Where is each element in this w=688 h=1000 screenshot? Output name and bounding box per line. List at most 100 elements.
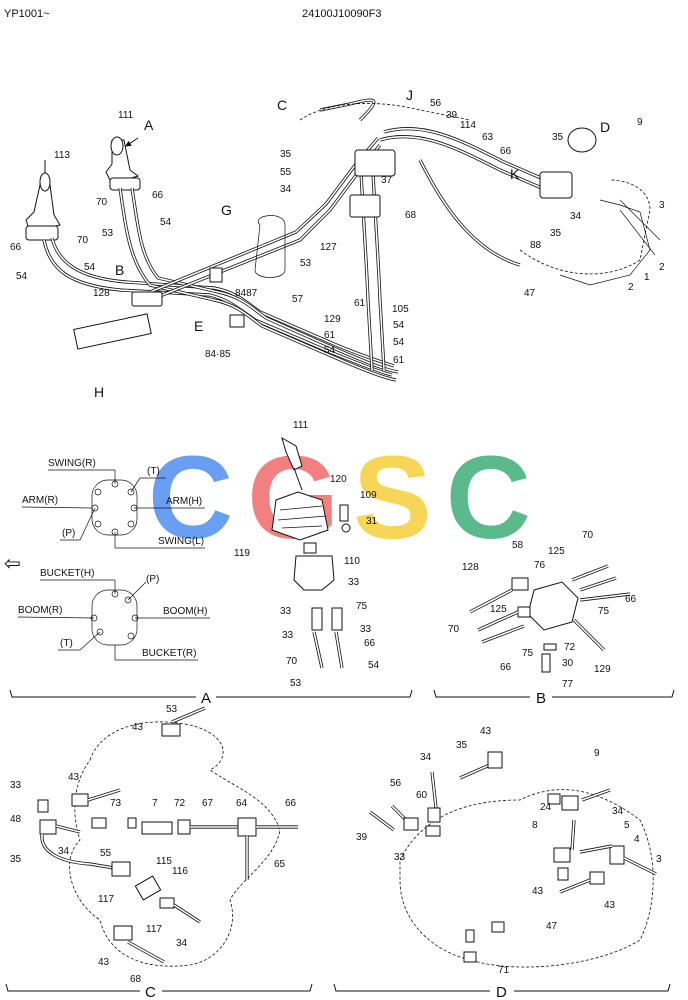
callout-2-low: 2	[628, 282, 634, 293]
callout-c-72: 72	[174, 798, 186, 809]
main-piping-assembly: 113 111 A 66 70 54 53 66 70 54 54 B 128 …	[10, 87, 665, 400]
callout-c-117: 117	[98, 894, 114, 905]
callout-c-33: 33	[10, 780, 22, 791]
engine-outline-c	[69, 721, 281, 967]
callout-b-76: 76	[534, 560, 546, 571]
header-part-number: 24100J10090F3	[302, 8, 382, 20]
callout-d-34: 34	[420, 752, 432, 763]
callout-c-53: 53	[166, 704, 178, 715]
accumulator	[567, 127, 597, 153]
callout-105: 105	[392, 304, 409, 315]
callout-c-34: 34	[58, 846, 70, 857]
callout-54-low: 54	[324, 345, 336, 356]
callout-a-33-right: 33	[360, 624, 372, 635]
callout-b-70-low: 70	[448, 624, 460, 635]
callout-d-35: 35	[456, 740, 468, 751]
callout-d-33: 33	[394, 852, 406, 863]
callout-a-111: 111	[293, 420, 309, 431]
callout-55: 55	[280, 167, 292, 178]
port-label-arm-h: ARM(H)	[166, 496, 202, 507]
callout-3: 3	[659, 200, 665, 211]
port-label-p-lower: (P)	[146, 574, 159, 585]
callout-a-70: 70	[286, 656, 298, 667]
callout-c-34-low: 34	[176, 938, 188, 949]
callout-b-125: 125	[548, 546, 565, 557]
callout-66: 66	[152, 190, 164, 201]
callout-114: 114	[460, 120, 476, 131]
callout-37: 37	[381, 175, 393, 186]
pilot-port-pattern-lower: BUCKET(H) (P) BOOM(R) BOOM(H) (T) BUCKET…	[17, 568, 210, 661]
callout-view-b: B	[115, 262, 124, 278]
callout-b-30: 30	[562, 658, 574, 669]
svg-text:CGSC: CGSC	[148, 432, 531, 564]
pilot-valve-block	[354, 149, 396, 177]
section-caption-d: D	[496, 984, 507, 1000]
callout-47: 47	[524, 288, 536, 299]
callout-a-33-low: 33	[282, 630, 294, 641]
callout-c-67: 67	[202, 798, 214, 809]
callout-d-56: 56	[390, 778, 402, 789]
callout-c-64: 64	[236, 798, 248, 809]
detail-view-a: SWING(R) (T) ARM(R) ARM(H) (P) SWING(L) …	[4, 420, 413, 707]
callout-b-70: 70	[582, 530, 594, 541]
callout-b-66: 66	[625, 594, 637, 605]
callout-view-e: E	[194, 318, 203, 334]
callout-63: 63	[482, 132, 494, 143]
callout-b-77: 77	[562, 679, 574, 690]
callout-a-31: 31	[366, 516, 378, 527]
right-control-lever	[105, 136, 141, 191]
header-model-range: YP1001~	[4, 8, 50, 20]
callout-70-left: 70	[77, 235, 89, 246]
callout-35: 35	[280, 149, 292, 160]
callout-c-115: 115	[156, 856, 172, 867]
port-label-boom-h: BOOM(H)	[163, 606, 207, 617]
valve-b	[131, 291, 163, 307]
exploded-control-lever	[271, 436, 351, 669]
callout-view-a: A	[144, 117, 154, 133]
callout-c-43-left: 43	[68, 772, 80, 783]
callout-35-right: 35	[552, 132, 564, 143]
callout-d-71: 71	[498, 965, 510, 976]
watermark-letter: S	[353, 432, 432, 564]
pilot-manifold	[349, 194, 381, 218]
callout-54-right: 54	[393, 320, 405, 331]
callout-view-h: H	[94, 384, 104, 400]
callout-127: 127	[320, 242, 337, 253]
callout-b-128: 128	[462, 562, 479, 573]
callout-a-33: 33	[348, 577, 360, 588]
callout-view-d: D	[600, 119, 610, 135]
callout-d-47: 47	[546, 921, 558, 932]
callout-61-c: 61	[393, 355, 405, 366]
callout-2: 2	[659, 262, 665, 273]
callout-128: 128	[93, 288, 110, 299]
callout-d-5: 5	[624, 820, 630, 831]
pilot-port-pattern-upper: SWING(R) (T) ARM(R) ARM(H) (P) SWING(L)	[21, 458, 205, 549]
callout-a-75: 75	[356, 601, 368, 612]
callout-b-129: 129	[594, 664, 611, 675]
callout-d-43-mid: 43	[532, 886, 544, 897]
callout-a-53: 53	[290, 678, 302, 689]
port-label-t-lower: (T)	[60, 638, 73, 649]
callout-61-b: 61	[324, 330, 336, 341]
port-label-bucket-h: BUCKET(H)	[40, 568, 94, 579]
callout-54-right-b: 54	[393, 337, 405, 348]
section-caption-b: B	[536, 690, 546, 707]
callout-c-7: 7	[152, 798, 158, 809]
callout-d-60: 60	[416, 790, 428, 801]
callout-b-58: 58	[512, 540, 524, 551]
callout-34: 34	[280, 184, 292, 195]
callout-b-125-low: 125	[490, 604, 507, 615]
callout-61: 61	[354, 298, 366, 309]
callout-54: 54	[160, 217, 172, 228]
terminal-block-h	[73, 313, 152, 350]
callout-57: 57	[292, 294, 304, 305]
callout-c-117-low: 117	[146, 924, 162, 935]
hose-clamp-e	[229, 314, 245, 328]
port-label-t: (T)	[147, 466, 160, 477]
engine-outline-d	[399, 789, 654, 968]
callout-d-3: 3	[656, 854, 662, 865]
callout-d-4: 4	[634, 834, 640, 845]
callout-b-66-low: 66	[500, 662, 512, 673]
callout-66-left: 66	[10, 242, 22, 253]
callout-54-left: 54	[16, 271, 28, 282]
